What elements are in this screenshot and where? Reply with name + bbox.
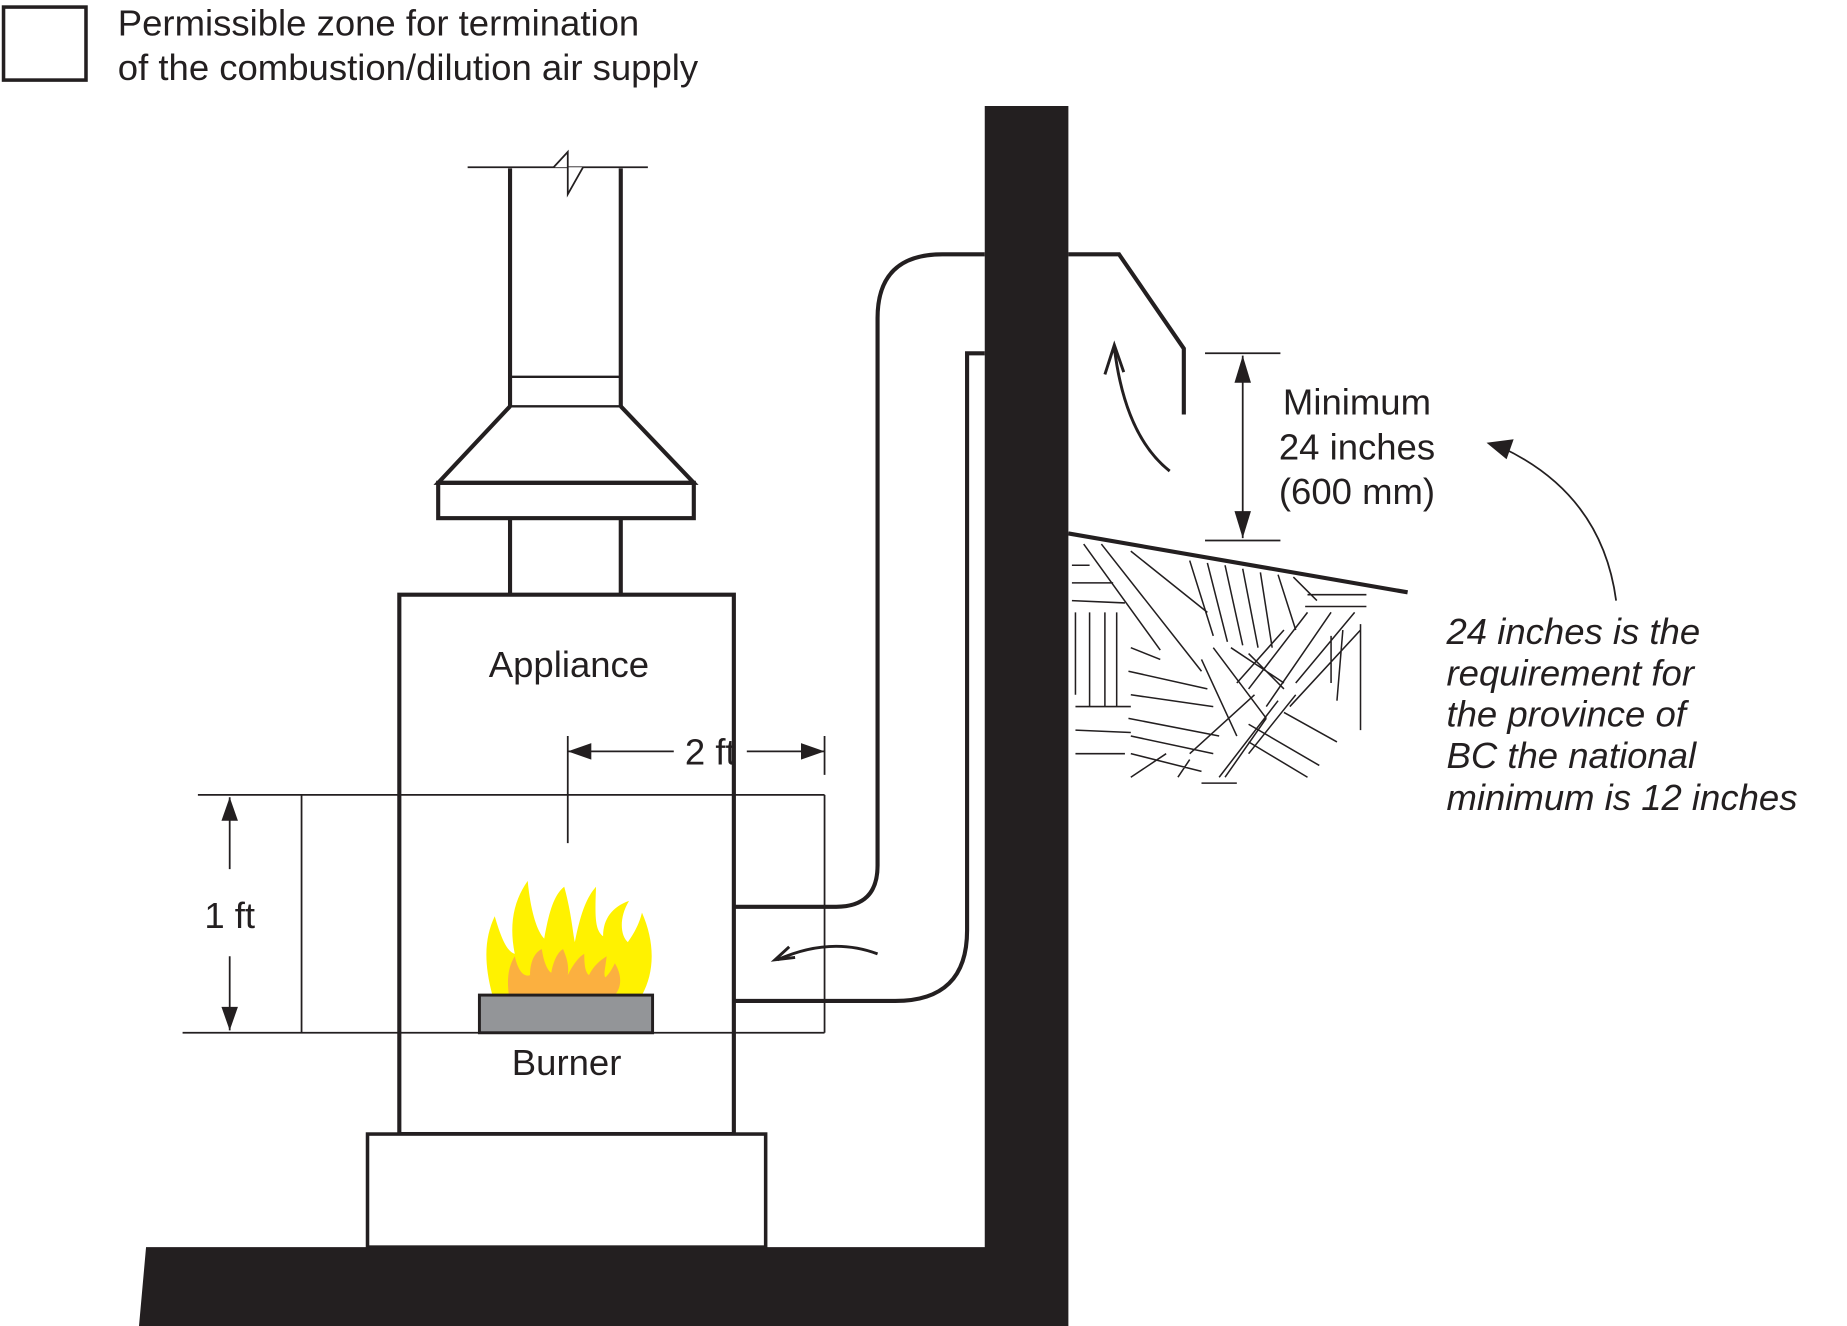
legend: Permissible zone for termination of the … (1, 2, 699, 88)
arrowhead-right (800, 743, 825, 760)
dimension-2ft: 2 ft (567, 731, 825, 772)
note-line: minimum is 12 inches (1447, 777, 1798, 818)
callout-arrow (1486, 439, 1618, 601)
dimension-24in: Minimum 24 inches (600 mm) (1205, 352, 1435, 542)
appliance-base (365, 1132, 768, 1249)
airflow-arrow-in (1103, 340, 1171, 473)
note-line: requirement for (1447, 652, 1696, 693)
flame-icon (486, 880, 652, 996)
note-line: BC the national (1447, 735, 1698, 776)
draft-hood (433, 404, 699, 595)
arrowhead-left (567, 743, 592, 760)
legend-swatch (1, 5, 88, 82)
province-note: 24 inches is the requirement for the pro… (1446, 611, 1798, 818)
combustion-air-duct (733, 252, 1186, 1004)
minimum-label-line1: Minimum (1283, 382, 1431, 423)
arrowhead-up (221, 797, 238, 821)
legend-text-line1: Permissible zone for termination (118, 2, 639, 43)
minimum-label-line2: 24 inches (1279, 426, 1435, 467)
dimension-1ft: 1 ft (204, 797, 255, 1031)
dimension-2ft-label: 2 ft (685, 731, 736, 772)
note-line: 24 inches is the (1446, 611, 1701, 652)
appliance-label: Appliance (489, 644, 649, 685)
note-line: the province of (1447, 694, 1690, 735)
arrowhead-down (1234, 511, 1251, 539)
burner-label: Burner (512, 1042, 622, 1083)
airflow-arrow-out (770, 944, 879, 962)
dimension-1ft-label: 1 ft (204, 895, 255, 936)
legend-text-line2: of the combustion/dilution air supply (118, 47, 699, 88)
burner (477, 993, 655, 1035)
ground-soil (1068, 531, 1408, 784)
arrowhead-down (221, 1006, 238, 1031)
appliance-flue (467, 149, 648, 408)
arrowhead-up (1234, 355, 1251, 383)
minimum-label-line3: (600 mm) (1279, 471, 1435, 512)
